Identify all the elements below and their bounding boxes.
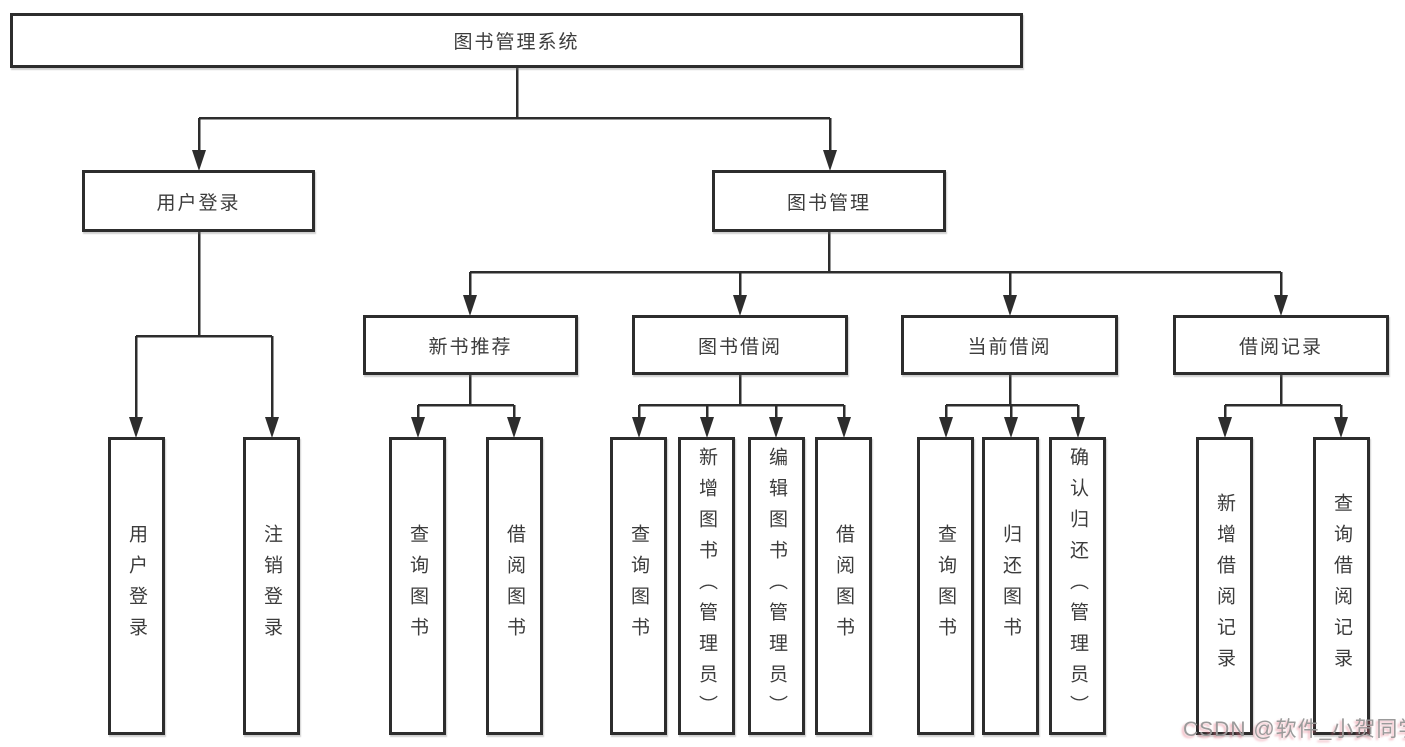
leaf-records-query-record-label: 查询借阅记录 [1331, 493, 1352, 679]
leaf-records-add-record: 新增借阅记录 [1196, 437, 1253, 735]
leaf-logout-label: 注销登录 [261, 524, 282, 648]
leaf-borrow-add-books: 新增图书（管理员） [678, 437, 735, 735]
leaf-newbook-borrow-books: 借阅图书 [486, 437, 543, 735]
leaf-borrow-borrow-books: 借阅图书 [815, 437, 872, 735]
csdn-watermark: CSDN @软件_小贺同学 [1183, 718, 1405, 741]
leaf-user-login: 用户登录 [108, 437, 165, 735]
node-root-label: 图书管理系统 [453, 32, 580, 53]
node-current-borrowing-label: 当前借阅 [967, 336, 1052, 358]
leaf-current-return-books-label: 归还图书 [1000, 524, 1021, 648]
leaf-current-return-books: 归还图书 [982, 437, 1039, 735]
leaf-current-query-books-label: 查询图书 [935, 524, 956, 648]
node-book-borrowing: 图书借阅 [632, 315, 848, 375]
node-borrowing-records-label: 借阅记录 [1238, 336, 1323, 358]
leaf-borrow-edit-books: 编辑图书（管理员） [748, 437, 805, 735]
node-book-management: 图书管理 [712, 170, 946, 232]
leaf-newbook-query-books-label: 查询图书 [407, 524, 428, 648]
leaf-newbook-borrow-books-label: 借阅图书 [504, 524, 525, 648]
leaf-borrow-borrow-books-label: 借阅图书 [833, 524, 854, 648]
leaf-newbook-query-books: 查询图书 [389, 437, 446, 735]
node-book-borrowing-label: 图书借阅 [697, 336, 782, 358]
node-new-book-recommend: 新书推荐 [363, 315, 578, 375]
leaf-current-query-books: 查询图书 [917, 437, 974, 735]
leaf-borrow-add-books-label: 新增图书（管理员） [696, 446, 717, 726]
node-book-management-label: 图书管理 [786, 192, 871, 214]
leaf-user-login-label: 用户登录 [126, 524, 147, 648]
leaf-borrow-query-books: 查询图书 [610, 437, 667, 735]
leaf-records-add-record-label: 新增借阅记录 [1214, 493, 1235, 679]
leaf-logout: 注销登录 [243, 437, 300, 735]
leaf-records-query-record: 查询借阅记录 [1313, 437, 1370, 735]
leaf-borrow-query-books-label: 查询图书 [628, 524, 649, 648]
node-borrowing-records: 借阅记录 [1173, 315, 1389, 375]
leaf-current-confirm-return: 确认归还（管理员） [1049, 437, 1106, 735]
leaf-borrow-edit-books-label: 编辑图书（管理员） [766, 446, 787, 726]
node-current-borrowing: 当前借阅 [901, 315, 1118, 375]
node-user-login: 用户登录 [82, 170, 315, 232]
node-user-login-label: 用户登录 [156, 192, 241, 214]
leaf-current-confirm-return-label: 确认归还（管理员） [1067, 446, 1088, 726]
node-new-book-recommend-label: 新书推荐 [428, 336, 513, 358]
node-root: 图书管理系统 [10, 13, 1023, 68]
